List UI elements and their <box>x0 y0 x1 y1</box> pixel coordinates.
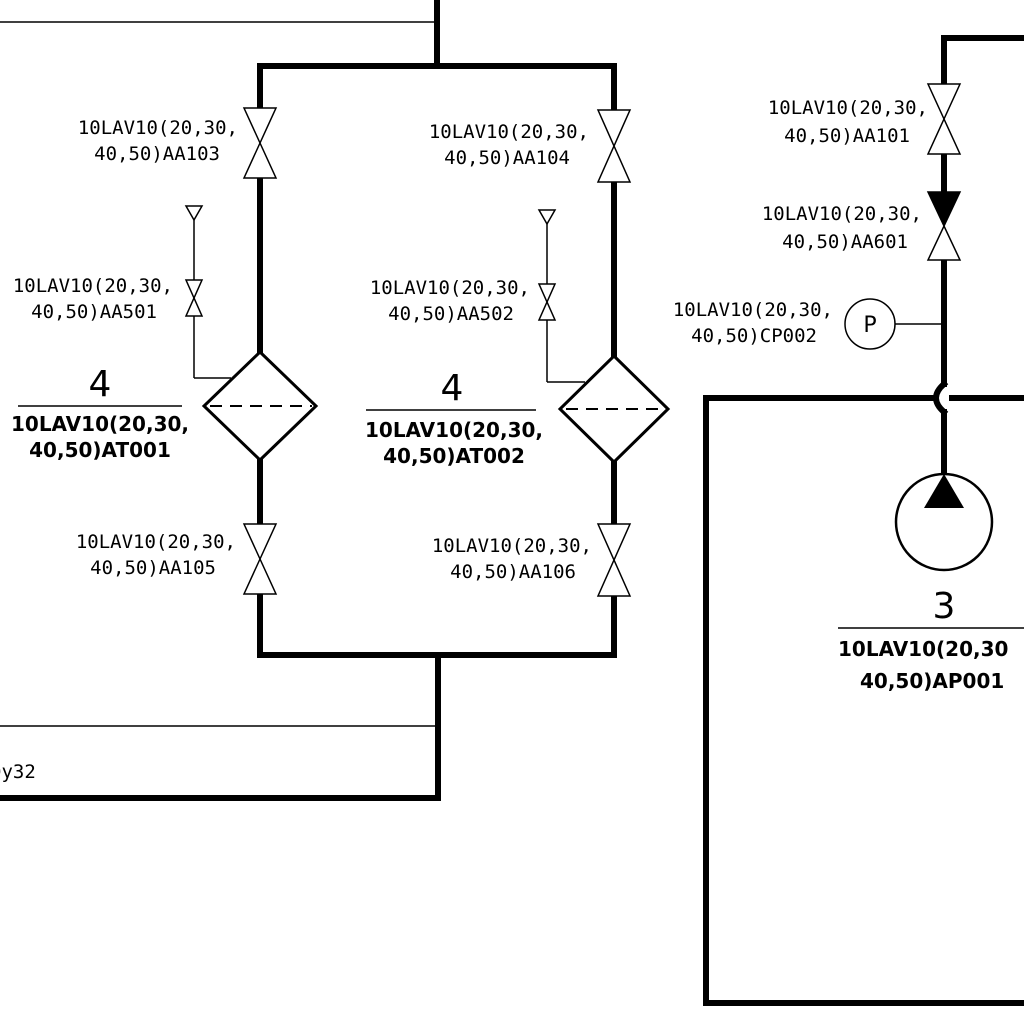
filter-at002-number: 4 <box>441 368 464 409</box>
filter-at002-tag-line1: 10LAV10(20,30, <box>365 418 543 442</box>
valve-aa601-check[interactable] <box>926 191 962 261</box>
filter-at001[interactable] <box>201 349 319 463</box>
valve-label-aa105-line2: 40,50)AA105 <box>90 557 216 579</box>
valve-label-aa104-line2: 40,50)AA104 <box>444 147 570 169</box>
valve-aa104[interactable] <box>596 109 632 183</box>
valve-label-aa601-line1: 10LAV10(20,30, <box>762 203 922 225</box>
left-loop-pipes <box>0 0 617 801</box>
instrument-label-line1: 10LAV10(20,30, <box>673 299 833 321</box>
valve-label-aa101-line2: 40,50)AA101 <box>784 125 910 147</box>
valve-label-aa502-line2: 40,50)AA502 <box>388 303 514 325</box>
valve-label-aa502-line1: 10LAV10(20,30, <box>370 277 530 299</box>
instrument-label-line2: 40,50)CP002 <box>691 325 817 347</box>
valve-label-aa104-line1: 10LAV10(20,30, <box>429 121 589 143</box>
right-pump-pipes <box>703 35 1024 1006</box>
filter-at001-number: 4 <box>89 364 112 405</box>
vent-valve-aa502[interactable] <box>537 209 585 383</box>
valve-label-aa105-line1: 10LAV10(20,30, <box>76 531 236 553</box>
pump-ap001[interactable] <box>894 472 994 572</box>
filter-at002[interactable] <box>557 353 671 465</box>
valve-label-aa106-line1: 10LAV10(20,30, <box>432 535 592 557</box>
valve-aa103[interactable] <box>242 107 278 179</box>
vent-valve-aa501[interactable] <box>184 205 231 379</box>
valve-aa105[interactable] <box>242 523 278 595</box>
valve-aa106[interactable] <box>596 523 632 597</box>
valve-label-aa501-line1: 10LAV10(20,30, <box>13 275 173 297</box>
pressure-instrument-cp002[interactable]: P <box>844 298 944 350</box>
pump-tag-line1: 10LAV10(20,30 <box>838 637 1008 661</box>
valve-label-aa106-line2: 40,50)AA106 <box>450 561 576 583</box>
valve-label-aa501-line2: 40,50)AA501 <box>31 301 157 323</box>
filter-at001-tag-line1: 10LAV10(20,30, <box>11 412 189 436</box>
pump-tag-line2: 40,50)AP001 <box>860 669 1004 693</box>
pump-number: 3 <box>933 586 956 627</box>
valve-label-aa103-line2: 40,50)AA103 <box>94 143 220 165</box>
filter-at001-tag-line2: 40,50)AT001 <box>29 438 171 462</box>
valve-aa101[interactable] <box>926 83 962 155</box>
filter-at002-tag-line2: 40,50)AT002 <box>383 444 525 468</box>
valve-label-aa103-line1: 10LAV10(20,30, <box>78 117 238 139</box>
valve-label-aa601-line2: 40,50)AA601 <box>782 231 908 253</box>
pressure-instrument-symbol: P <box>863 313 876 338</box>
valve-label-aa101-line1: 10LAV10(20,30, <box>768 97 928 119</box>
pipe-label: Dy32 <box>0 761 36 783</box>
